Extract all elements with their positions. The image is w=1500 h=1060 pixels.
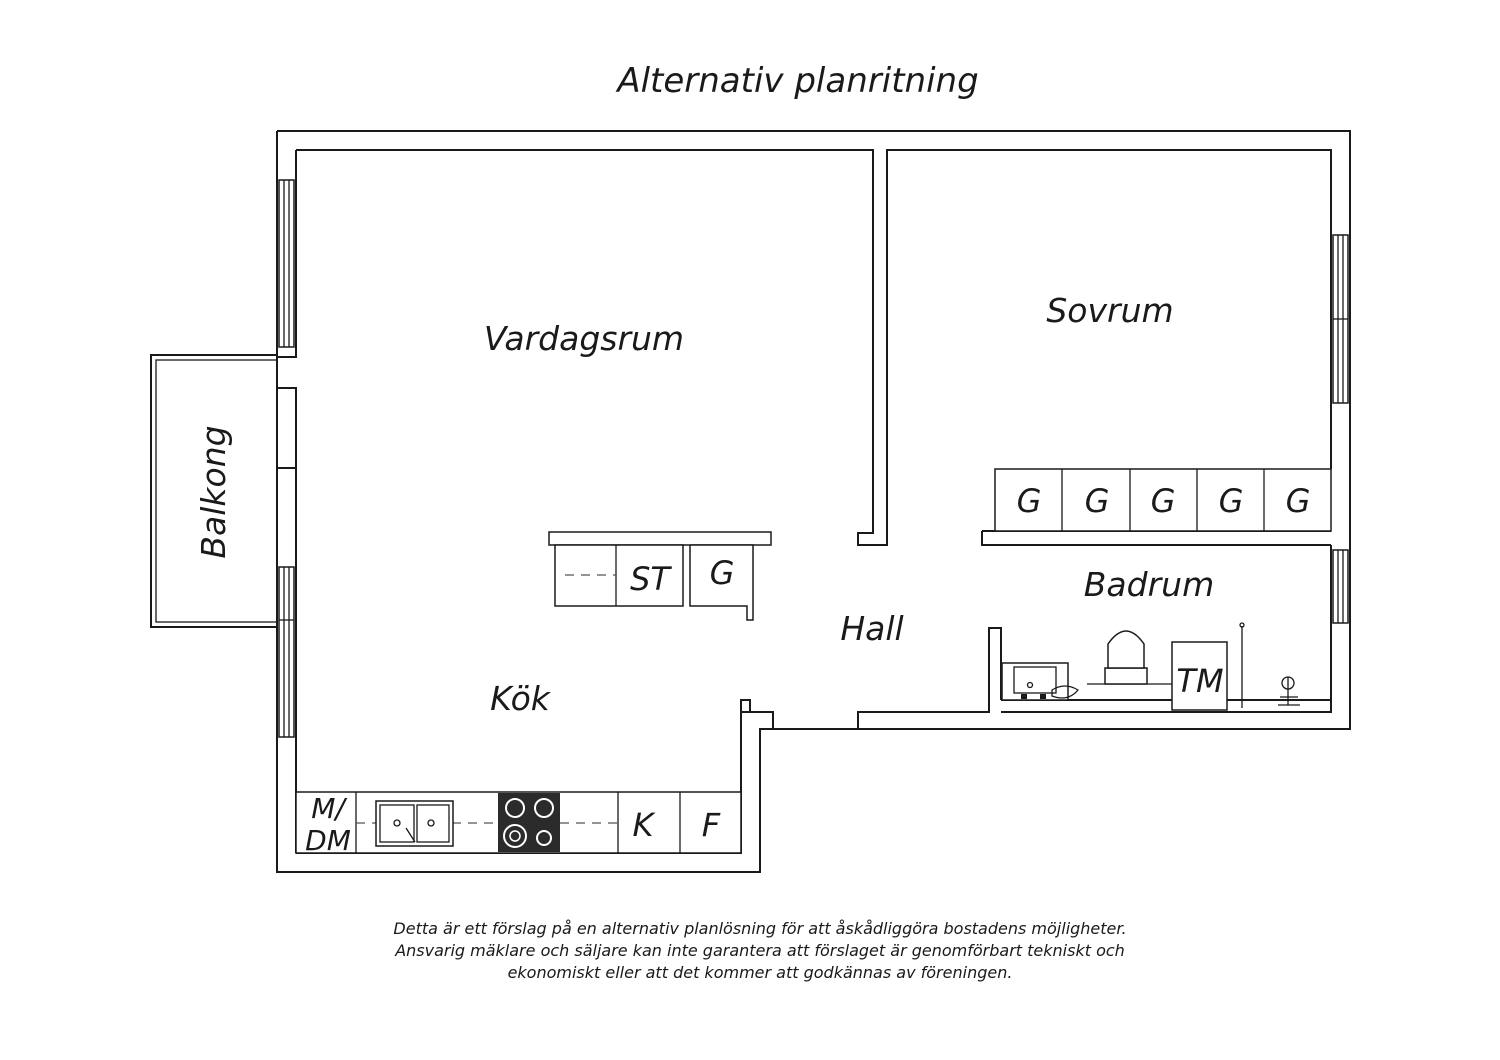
sink-icon bbox=[375, 800, 454, 847]
wardrobe-label: G bbox=[1219, 482, 1244, 520]
room-label-balcony: Balkong bbox=[194, 425, 233, 558]
room-label-living: Vardagsrum bbox=[484, 319, 684, 358]
island-wardrobe-label: G bbox=[710, 554, 735, 592]
stove-icon bbox=[498, 793, 560, 852]
disclaimer-line: Detta är ett förslag på en alternativ pl… bbox=[393, 919, 1126, 938]
kitchen-island bbox=[548, 531, 772, 621]
bathroom-sink-icon bbox=[1001, 662, 1079, 701]
wardrobe-label: G bbox=[1151, 482, 1176, 520]
wardrobe-label: G bbox=[1017, 482, 1042, 520]
storage-label: ST bbox=[630, 560, 672, 598]
fridge-label: K bbox=[633, 806, 657, 844]
bedroom-wardrobes bbox=[994, 468, 1332, 532]
dishwasher-label-bottom: DM bbox=[305, 824, 351, 857]
toilet-icon bbox=[1087, 630, 1172, 685]
dishwasher-label-top: M/ bbox=[311, 792, 347, 825]
shower-head-icon bbox=[1278, 676, 1300, 706]
plan-title: Alternativ planritning bbox=[615, 61, 978, 101]
freezer-label: F bbox=[702, 806, 721, 844]
room-label-bathroom: Badrum bbox=[1084, 565, 1214, 604]
windows bbox=[278, 179, 1349, 738]
wardrobe-label: G bbox=[1085, 482, 1110, 520]
disclaimer-line: Ansvarig mäklare och säljare kan inte ga… bbox=[394, 941, 1125, 960]
washing-machine-icon bbox=[1171, 641, 1228, 711]
room-label-bedroom: Sovrum bbox=[1046, 291, 1173, 330]
balcony bbox=[150, 354, 278, 628]
room-label-kitchen: Kök bbox=[490, 679, 552, 718]
wardrobe-label: G bbox=[1286, 482, 1311, 520]
room-label-hall: Hall bbox=[840, 609, 903, 648]
disclaimer-line: ekonomiskt eller att det kommer att godk… bbox=[508, 963, 1013, 982]
washer-label: TM bbox=[1176, 662, 1223, 700]
shower-rail-icon bbox=[1239, 622, 1245, 708]
